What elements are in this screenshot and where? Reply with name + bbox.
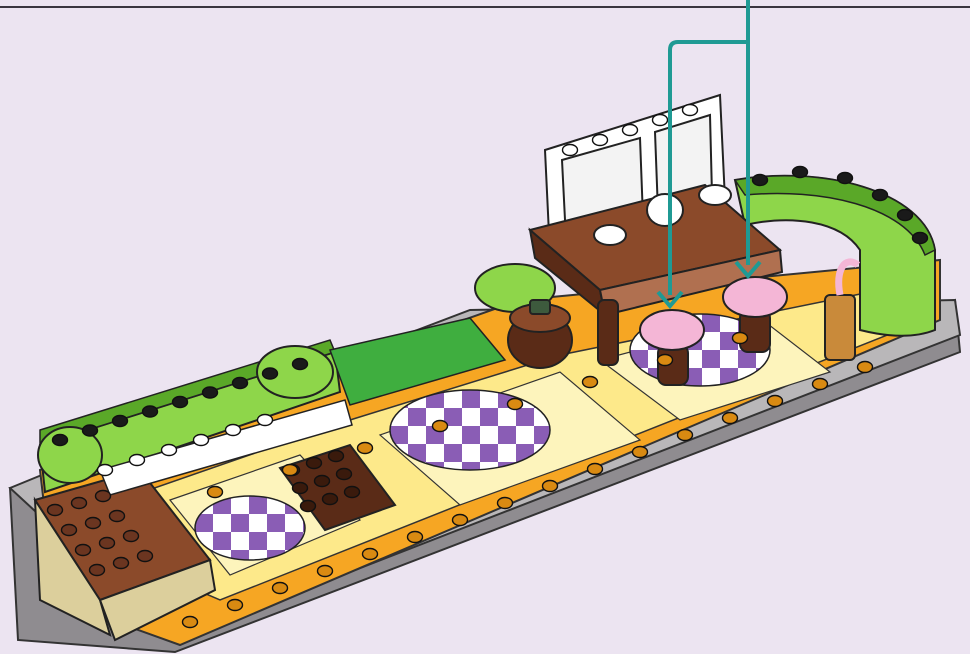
stud bbox=[86, 518, 101, 529]
stud bbox=[62, 525, 77, 536]
stud bbox=[98, 465, 113, 476]
stud bbox=[307, 458, 322, 469]
stud bbox=[194, 435, 209, 446]
stud bbox=[623, 125, 638, 136]
stud bbox=[683, 105, 698, 116]
pink-table-top bbox=[640, 310, 704, 350]
stud bbox=[162, 445, 177, 456]
stud bbox=[208, 487, 223, 498]
stud bbox=[898, 210, 913, 221]
stud bbox=[329, 451, 344, 462]
stud bbox=[678, 430, 693, 441]
stud bbox=[858, 362, 873, 373]
stud bbox=[658, 355, 673, 366]
stud bbox=[345, 487, 360, 498]
stud bbox=[408, 532, 423, 543]
stud bbox=[301, 501, 316, 512]
stud bbox=[315, 476, 330, 487]
stud bbox=[733, 333, 748, 344]
stud bbox=[433, 421, 448, 432]
stud bbox=[114, 558, 129, 569]
stud bbox=[753, 175, 768, 186]
stud bbox=[228, 600, 243, 611]
stud bbox=[130, 455, 145, 466]
teapot bbox=[647, 194, 683, 226]
teacup bbox=[594, 225, 626, 245]
stud bbox=[96, 491, 111, 502]
stud bbox=[72, 498, 87, 509]
stud bbox=[913, 233, 928, 244]
stud bbox=[723, 413, 738, 424]
stud bbox=[813, 379, 828, 390]
stud bbox=[76, 545, 91, 556]
stud bbox=[293, 359, 308, 370]
stud bbox=[318, 566, 333, 577]
stud bbox=[337, 469, 352, 480]
stud bbox=[873, 190, 888, 201]
stud bbox=[358, 443, 373, 454]
stud bbox=[588, 464, 603, 475]
stud bbox=[283, 465, 298, 476]
pink-table-top bbox=[723, 277, 787, 317]
stud bbox=[83, 425, 98, 436]
stud bbox=[273, 583, 288, 594]
stud bbox=[508, 399, 523, 410]
stud bbox=[183, 617, 198, 628]
stud bbox=[263, 368, 278, 379]
stud bbox=[838, 173, 853, 184]
stud bbox=[793, 167, 808, 178]
stud bbox=[233, 378, 248, 389]
stud bbox=[90, 565, 105, 576]
stud bbox=[100, 538, 115, 549]
counter-leg bbox=[598, 300, 618, 365]
stud bbox=[138, 551, 153, 562]
stud bbox=[543, 481, 558, 492]
stud bbox=[53, 435, 68, 446]
stud bbox=[633, 447, 648, 458]
stud bbox=[113, 416, 128, 427]
stud bbox=[653, 115, 668, 126]
barrel bbox=[508, 300, 572, 368]
stud bbox=[498, 498, 513, 509]
teacup bbox=[699, 185, 731, 205]
stud bbox=[563, 145, 578, 156]
stud bbox=[323, 494, 338, 505]
stud bbox=[124, 531, 139, 542]
stud bbox=[110, 511, 125, 522]
stud bbox=[453, 515, 468, 526]
stud bbox=[48, 505, 63, 516]
stud bbox=[363, 549, 378, 560]
stud bbox=[593, 135, 608, 146]
stud bbox=[768, 396, 783, 407]
stud bbox=[583, 377, 598, 388]
stud bbox=[203, 387, 218, 398]
stud bbox=[143, 406, 158, 417]
stud bbox=[173, 397, 188, 408]
stud bbox=[293, 483, 308, 494]
stud bbox=[258, 415, 273, 426]
stud bbox=[226, 425, 241, 436]
